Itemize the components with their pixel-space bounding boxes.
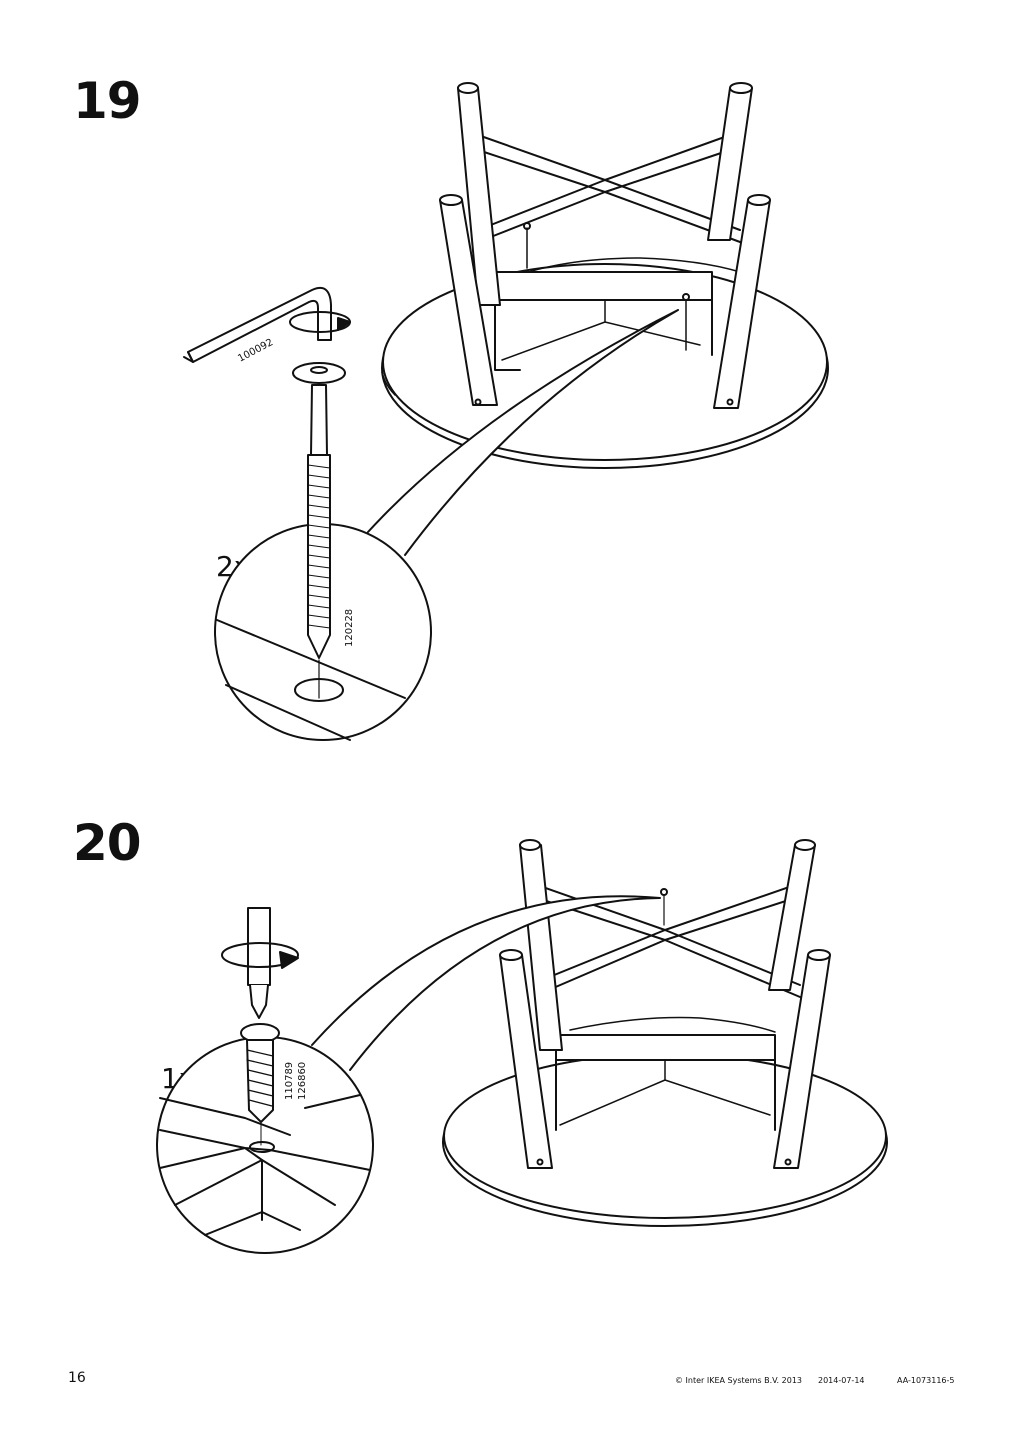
step-20-screw-part-id-2: 126860 [297, 1062, 308, 1100]
footer-copyright: © Inter IKEA Systems B.V. 2013 [675, 1376, 802, 1385]
screwdriver-icon [221, 907, 299, 1019]
footer-date: 2014-07-14 [818, 1376, 865, 1385]
footer-doc-id: AA-1073116-5 [897, 1376, 955, 1385]
allen-key-icon [183, 286, 351, 363]
step-20-number: 20 [73, 814, 142, 872]
step-19-table-illustration [367, 82, 829, 556]
step-20-table-illustration [311, 839, 888, 1227]
step-20-screw [240, 1023, 280, 1146]
step-19-bolt [292, 362, 346, 659]
step-20-screw-part-id-1: 110789 [284, 1062, 295, 1100]
step-19-bolt-part-id: 120228 [344, 609, 355, 647]
step-19-allen-key-part-id: 100092 [236, 337, 275, 365]
step-19-number: 19 [73, 72, 142, 130]
page-number: 16 [68, 1370, 86, 1386]
